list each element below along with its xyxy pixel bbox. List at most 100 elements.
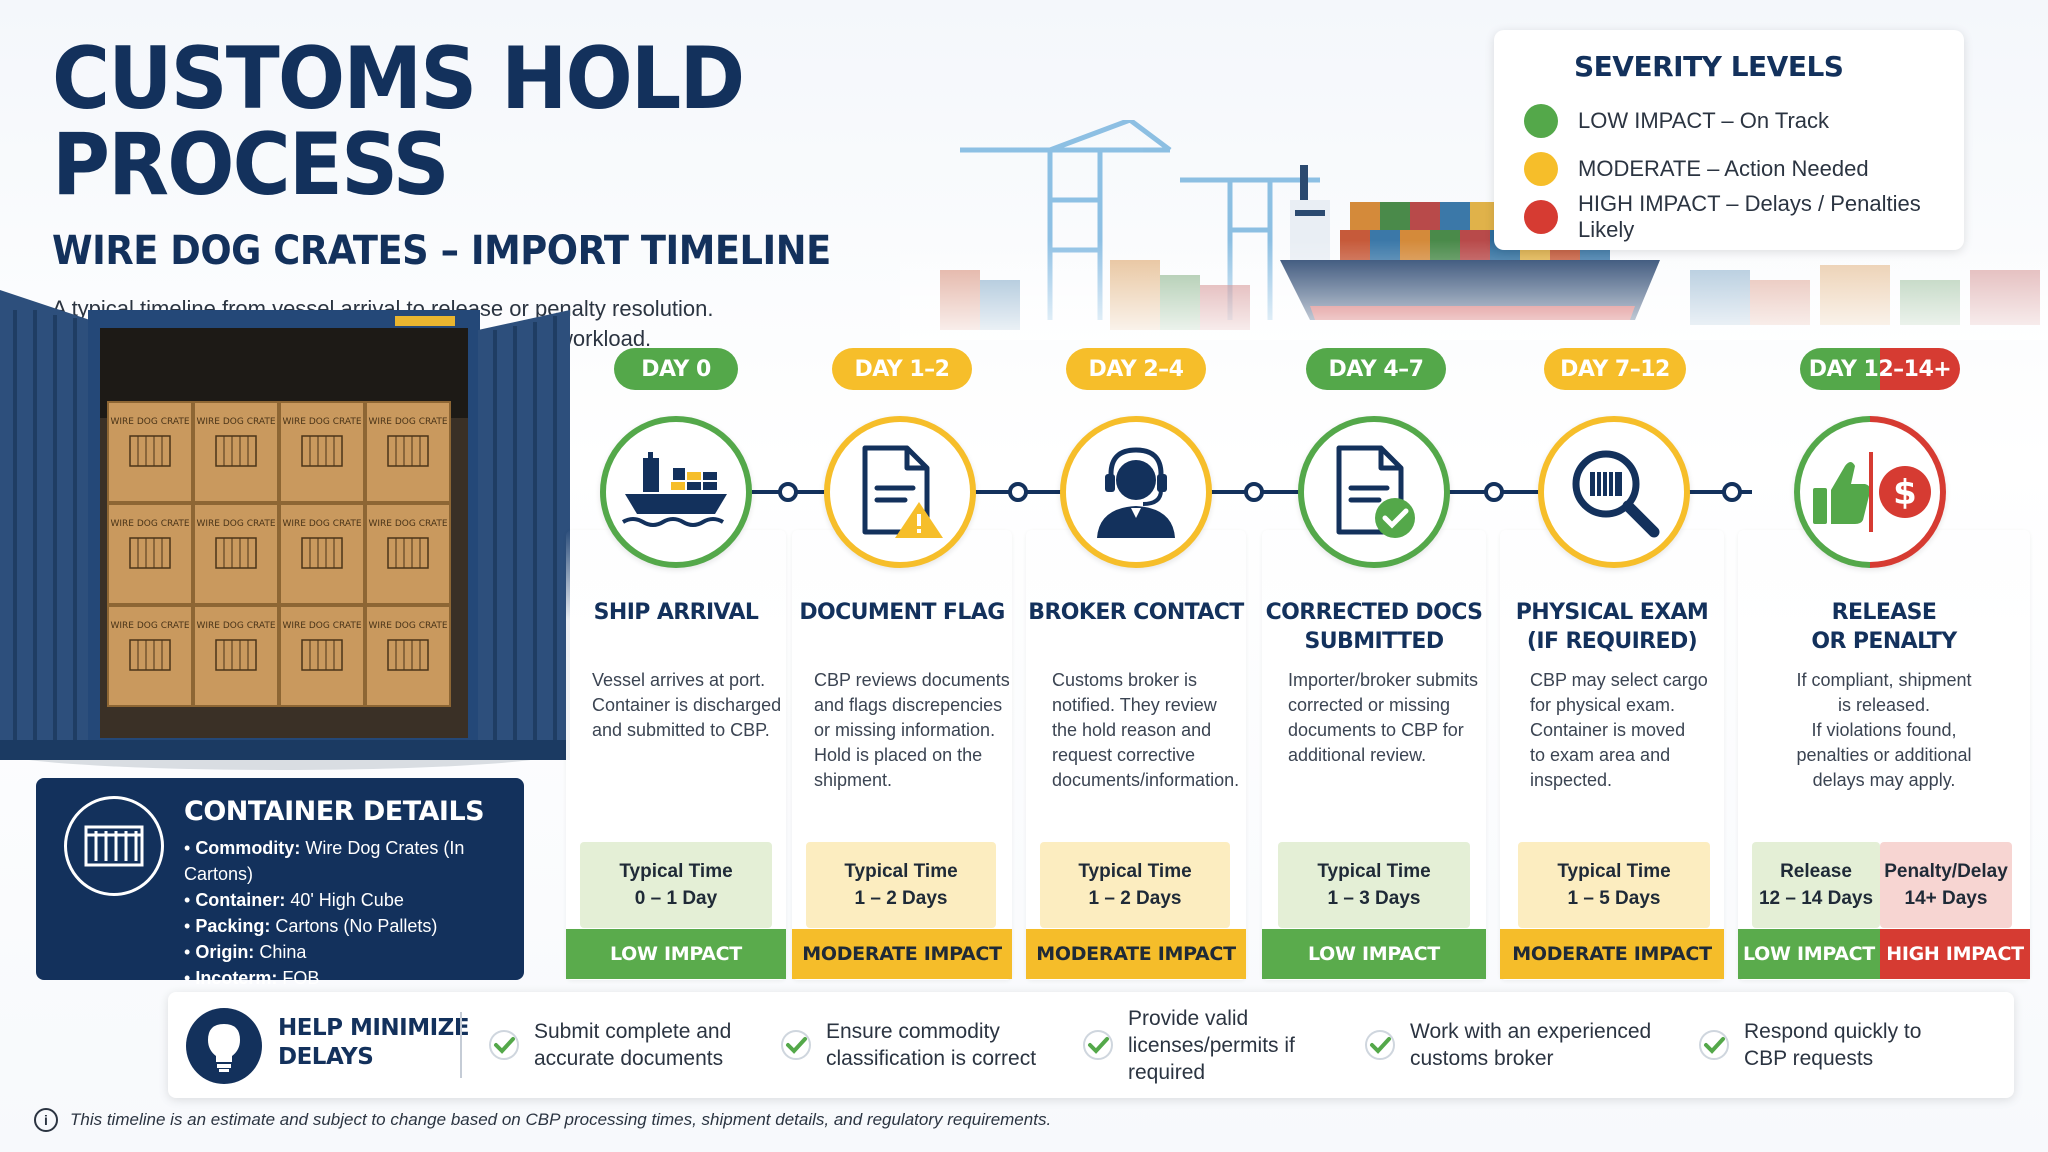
step-5-title: PHYSICAL EXAM (IF REQUIRED) — [1515, 600, 1709, 654]
page-title: CUSTOMS HOLD PROCESS — [52, 29, 745, 215]
step-2-icon-circle — [824, 416, 976, 568]
step-5-icon-circle — [1538, 416, 1690, 568]
svg-text:$: $ — [1893, 473, 1917, 513]
step-4-icon-circle — [1298, 416, 1450, 568]
shipping-container-illustration: WIRE DOG CRATE WIRE DOG CRATE WIRE DOG CRA… — [0, 290, 570, 770]
step-6-penalty-impact: HIGH IMPACT — [1880, 929, 2030, 979]
check-icon — [1365, 1030, 1395, 1060]
timeline-node — [1484, 482, 1504, 502]
carton-box: WIRE DOG CRATE — [365, 401, 451, 503]
timeline-node — [1722, 482, 1742, 502]
carton-box: WIRE DOG CRATE — [279, 605, 365, 707]
day-badge: DAY 4–7 — [1306, 348, 1446, 390]
headset-agent-icon — [1097, 447, 1175, 538]
timeline-node — [1008, 482, 1028, 502]
carton-label: WIRE DOG CRATE — [368, 621, 447, 631]
details-list: Commodity: Wire Dog Crates (In Cartons) … — [184, 835, 524, 991]
timeline-node — [1244, 482, 1264, 502]
carton-box: WIRE DOG CRATE — [193, 605, 279, 707]
red-dot-icon — [1524, 200, 1558, 234]
step-5-impact: MODERATE IMPACT — [1500, 929, 1724, 979]
document-check-icon — [1336, 445, 1415, 538]
step-1-description: Vessel arrives at port.Container is disc… — [592, 670, 782, 740]
step-6-title: RELEASE OR PENALTY — [1811, 600, 1957, 654]
detail-packing: Packing: Cartons (No Pallets) — [184, 913, 524, 939]
footnote: i This timeline is an estimate and subje… — [34, 1108, 1051, 1132]
step-1-impact: LOW IMPACT — [566, 929, 786, 979]
container-details-panel: CONTAINER DETAILS Commodity: Wire Dog Cr… — [36, 778, 524, 988]
carton-box: WIRE DOG CRATE — [279, 401, 365, 503]
legend-item-moderate: MODERATE – Action Needed — [1524, 145, 1934, 193]
carton-label: WIRE DOG CRATE — [196, 519, 275, 529]
detail-container: Container: 40' High Cube — [184, 887, 524, 913]
legend-label: MODERATE – Action Needed — [1578, 156, 1869, 181]
carton-label: WIRE DOG CRATE — [282, 519, 361, 529]
carton-label: WIRE DOG CRATE — [282, 621, 361, 631]
document-warning-icon — [862, 445, 943, 538]
carton-box: WIRE DOG CRATE — [193, 401, 279, 503]
detail-origin: Origin: China — [184, 939, 524, 965]
step-3-impact: MODERATE IMPACT — [1026, 929, 1246, 979]
step-6-release-impact: LOW IMPACT — [1738, 929, 1880, 979]
step-1-title: SHIP ARRIVAL — [593, 600, 759, 625]
container-icon — [64, 796, 164, 896]
footnote-text: This timeline is an estimate and subject… — [70, 1110, 1052, 1129]
carton-label: WIRE DOG CRATE — [368, 519, 447, 529]
day-badge: DAY 1–2 — [832, 348, 972, 390]
carton-box: WIRE DOG CRATE — [365, 605, 451, 707]
cargo-ship-icon — [621, 452, 727, 527]
carton-label: WIRE DOG CRATE — [110, 519, 189, 529]
carton-label: WIRE DOG CRATE — [110, 621, 189, 631]
day-badge: DAY 7–12 — [1544, 348, 1686, 390]
thumbs-up-and-dollar-icon: $ — [1813, 452, 1931, 532]
step-4-impact: LOW IMPACT — [1262, 929, 1486, 979]
magnifier-inspection-icon — [1572, 450, 1660, 538]
carton-label: WIRE DOG CRATE — [110, 417, 189, 427]
carton-label: WIRE DOG CRATE — [368, 417, 447, 427]
carton-label: WIRE DOG CRATE — [282, 417, 361, 427]
carton-stack: WIRE DOG CRATE WIRE DOG CRATE WIRE DOG CRA… — [107, 401, 451, 707]
step-6-icon-circle: $ — [1794, 416, 1946, 568]
check-icon — [1083, 1030, 1113, 1060]
severity-legend: SEVERITY LEVELS LOW IMPACT – On Track MO… — [1494, 30, 1964, 250]
step-3-title: BROKER CONTACT — [1028, 600, 1244, 625]
carton-box: WIRE DOG CRATE — [365, 503, 451, 605]
port-scene-illustration — [900, 120, 2048, 340]
legend-title: SEVERITY LEVELS — [1574, 50, 1844, 83]
day-badge: DAY 12–14+ — [1800, 348, 1960, 390]
detail-commodity: Commodity: Wire Dog Crates (In Cartons) — [184, 835, 524, 887]
carton-box: WIRE DOG CRATE — [193, 503, 279, 605]
day-badge: DAY 2–4 — [1066, 348, 1206, 390]
page-subtitle: WIRE DOG CRATES – IMPORT TIMELINE — [52, 228, 831, 274]
step-4-title: CORRECTED DOCS SUBMITTED — [1265, 600, 1483, 654]
carton-label: WIRE DOG CRATE — [196, 621, 275, 631]
step-2-impact: MODERATE IMPACT — [792, 929, 1012, 979]
carton-box: WIRE DOG CRATE — [107, 401, 193, 503]
info-icon: i — [34, 1108, 58, 1132]
carton-box: WIRE DOG CRATE — [279, 503, 365, 605]
day-badge: DAY 0 — [614, 348, 738, 390]
check-icon — [1699, 1030, 1729, 1060]
carton-box: WIRE DOG CRATE — [107, 605, 193, 707]
step-1-icon-circle — [600, 416, 752, 568]
legend-item-low: LOW IMPACT – On Track — [1524, 97, 1934, 145]
detail-incoterm: Incoterm: FOB — [184, 965, 524, 991]
lightbulb-icon — [186, 1008, 262, 1084]
check-icon — [781, 1030, 811, 1060]
carton-label: WIRE DOG CRATE — [196, 417, 275, 427]
